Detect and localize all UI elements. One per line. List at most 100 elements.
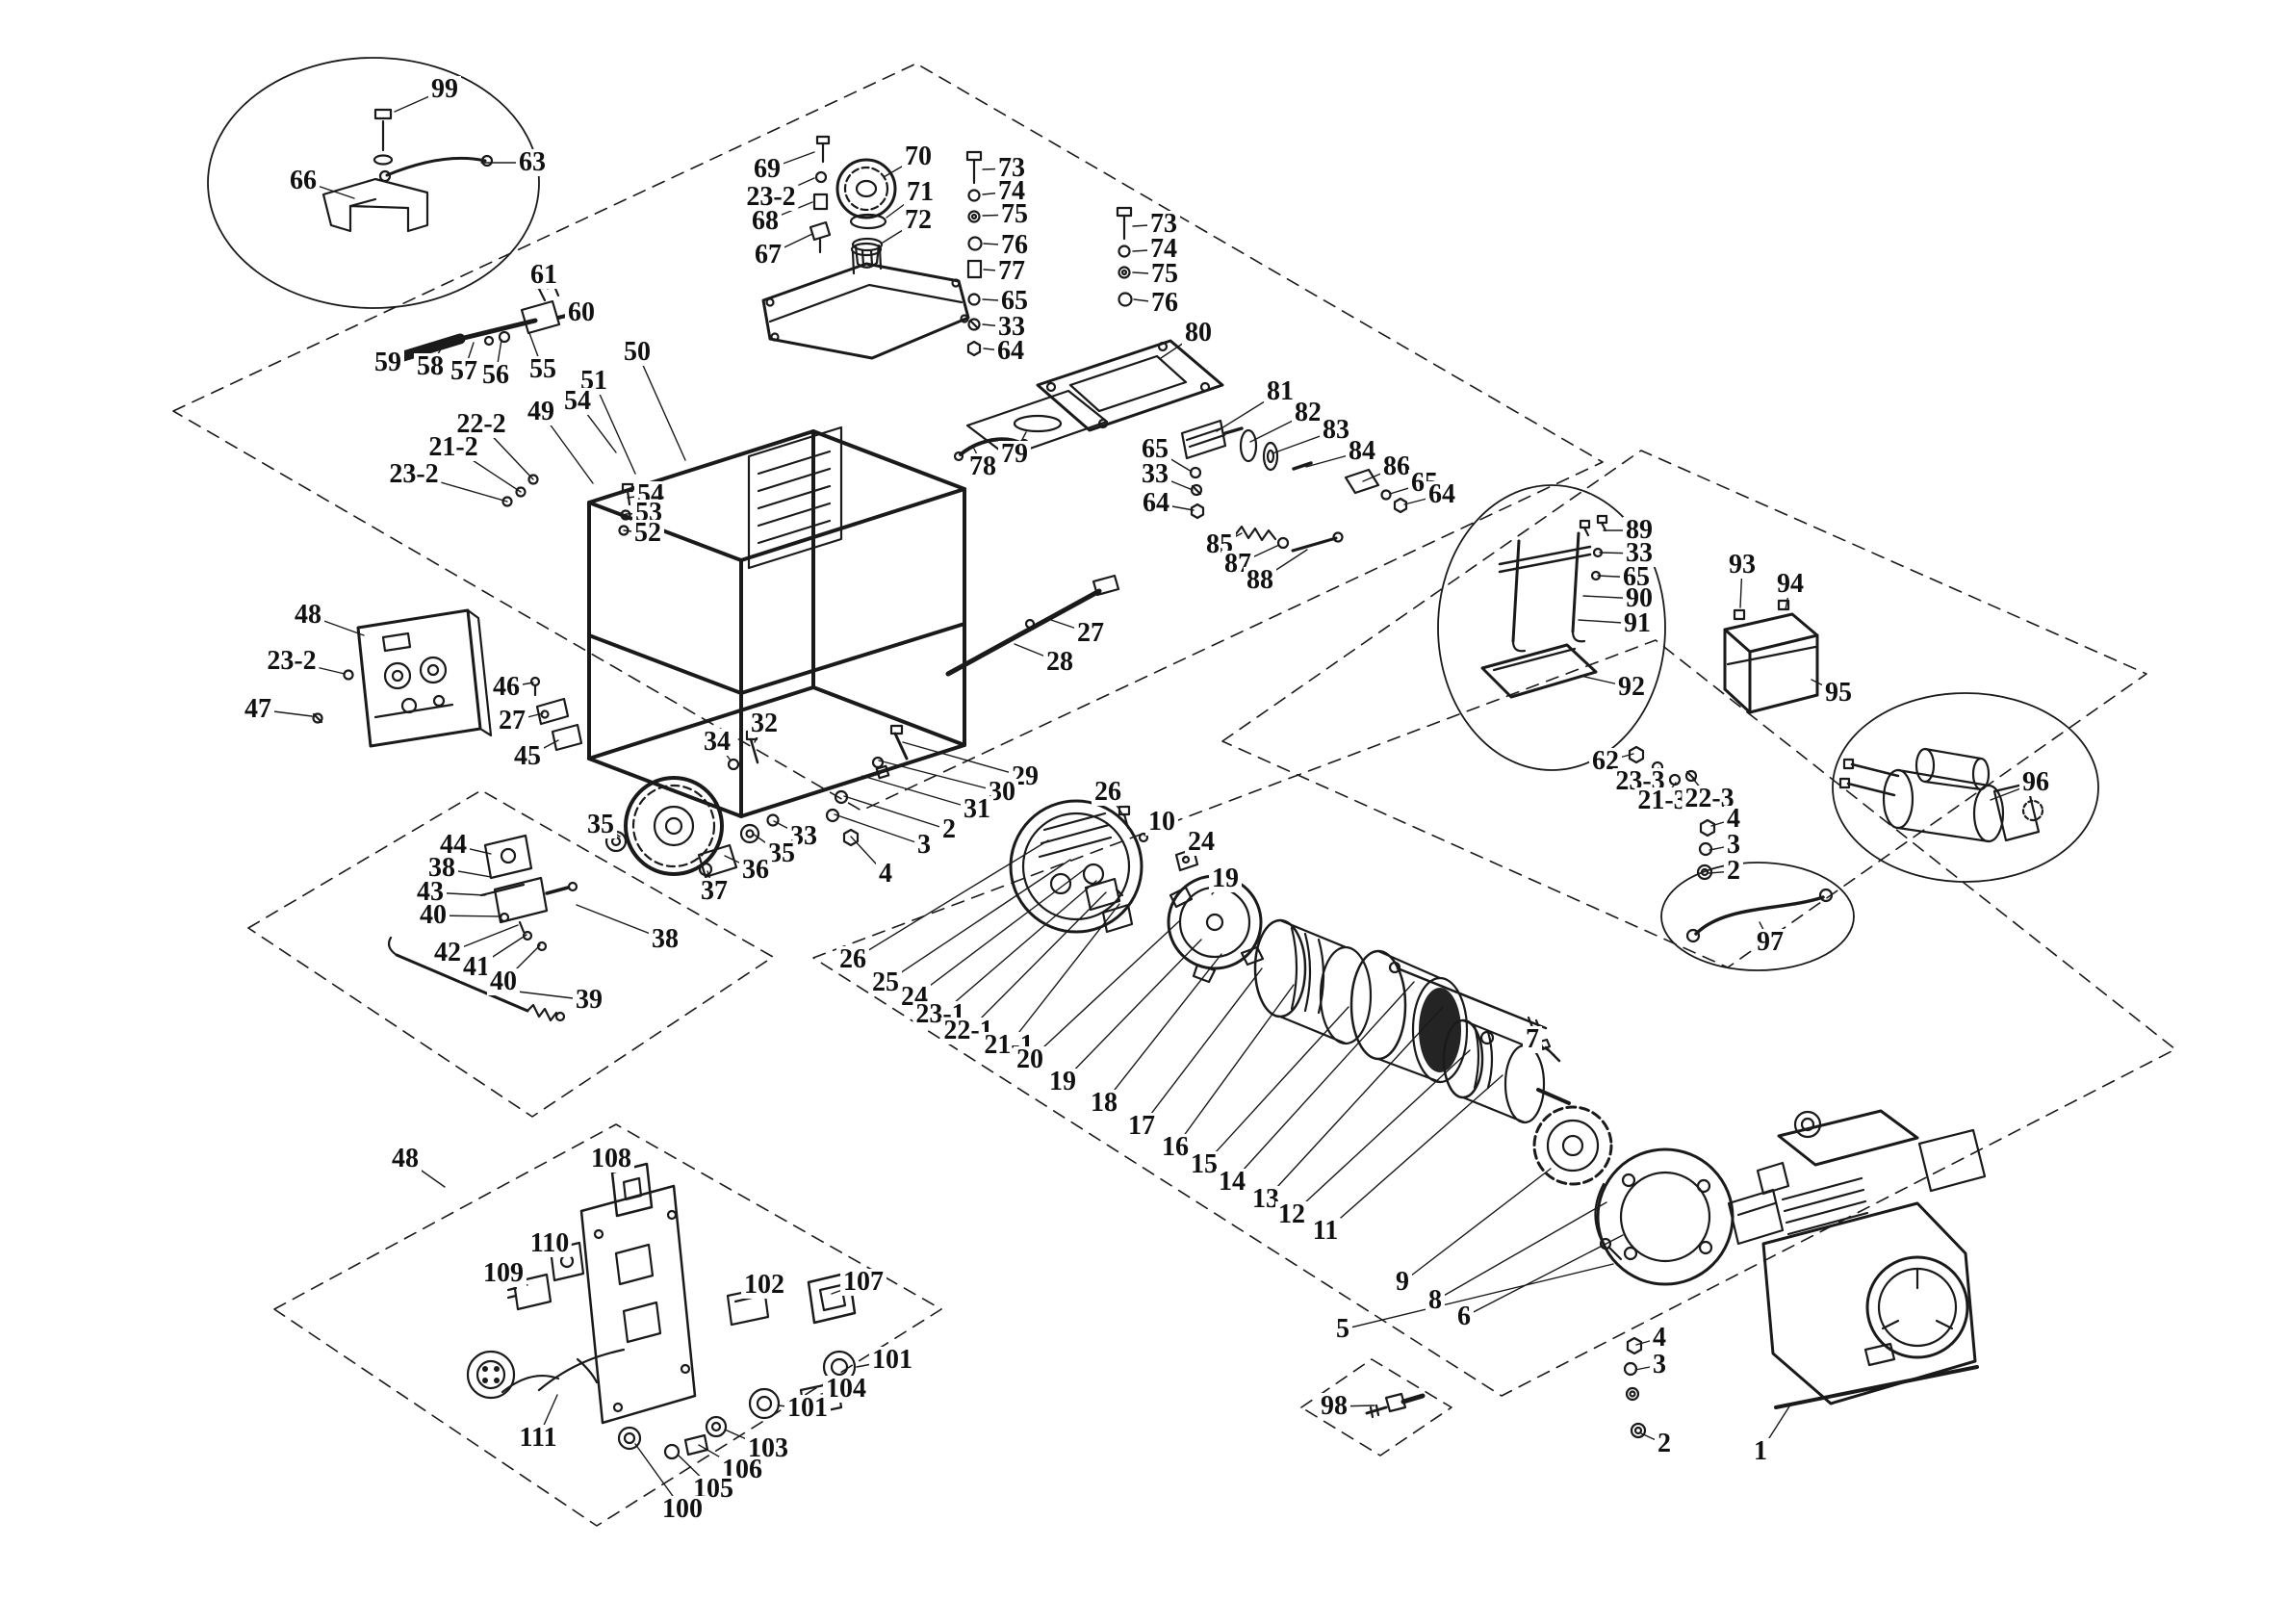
brush-and-regulator [1084, 847, 1199, 934]
callout-50: 50 [621, 339, 654, 366]
stator-housing [1349, 949, 1469, 1084]
callout-35: 35 [584, 812, 617, 838]
callout-9: 9 [1393, 1269, 1412, 1296]
callout-2: 2 [1724, 858, 1743, 885]
handle-bracket-detail [321, 108, 494, 233]
engine [1727, 1109, 1987, 1409]
callout-46: 46 [490, 674, 523, 701]
callout-84: 84 [1346, 438, 1378, 465]
callout-26: 26 [836, 946, 869, 973]
callout-1: 1 [1751, 1438, 1770, 1465]
callout-3: 3 [1650, 1352, 1669, 1379]
callout-64: 64 [994, 338, 1027, 365]
callout-20: 20 [1014, 1046, 1046, 1073]
callout-100: 100 [659, 1496, 706, 1523]
callout-101: 101 [869, 1347, 915, 1374]
callout-71: 71 [904, 179, 937, 206]
callout-74: 74 [995, 178, 1028, 205]
callout-70: 70 [902, 143, 935, 170]
callout-95: 95 [1822, 680, 1855, 707]
callout-45: 45 [511, 743, 544, 770]
callout-12: 12 [1275, 1201, 1308, 1228]
callout-63: 63 [516, 149, 549, 176]
battery [1723, 599, 1819, 714]
fuel-cap [835, 158, 897, 219]
callout-10: 10 [1145, 809, 1178, 836]
callout-26: 26 [1092, 779, 1124, 806]
callout-86: 86 [1380, 453, 1413, 480]
callout-81: 81 [1264, 378, 1297, 405]
callout-19: 19 [1046, 1069, 1079, 1096]
callout-3: 3 [914, 832, 934, 859]
bracket-detail-ellipse [207, 57, 540, 309]
callout-97: 97 [1754, 929, 1786, 956]
callout-37: 37 [698, 878, 731, 905]
callout-73: 73 [995, 155, 1028, 182]
callout-14: 14 [1216, 1169, 1248, 1196]
stator [1253, 918, 1373, 1045]
callout-111: 111 [516, 1425, 560, 1452]
glow-plug [1365, 1392, 1426, 1419]
callout-38: 38 [649, 926, 681, 953]
callout-91: 91 [1621, 610, 1654, 637]
panel-bracket [529, 676, 583, 752]
callout-49: 49 [525, 399, 557, 425]
callout-76: 76 [998, 232, 1031, 259]
callout-99: 99 [428, 76, 461, 103]
callout-101: 101 [784, 1395, 831, 1422]
starter-ellipse [1832, 692, 2099, 883]
callout-31: 31 [961, 796, 993, 823]
rotor-small-parts [1180, 419, 1408, 553]
callout-64: 64 [1426, 481, 1458, 508]
callout-28: 28 [1043, 649, 1076, 676]
callout-96: 96 [2019, 769, 2052, 796]
callout-104: 104 [823, 1376, 869, 1403]
callout-22-2: 22-2 [453, 411, 509, 438]
callout-89: 89 [1623, 517, 1656, 544]
callout-108: 108 [588, 1146, 634, 1173]
callout-58: 58 [414, 353, 447, 380]
callout-21-1: 21-1 [981, 1032, 1037, 1059]
callout-30: 30 [986, 779, 1018, 806]
callout-55: 55 [527, 356, 559, 383]
starter-motor [1838, 747, 2044, 843]
callout-8: 8 [1426, 1287, 1445, 1314]
wire-harness [537, 1348, 626, 1392]
panel-back-plate [579, 1184, 697, 1425]
handle-mount-washers [501, 474, 539, 507]
engine-mount-fasteners [1623, 1336, 1647, 1439]
callout-11: 11 [1309, 1218, 1342, 1245]
callout-52: 52 [631, 520, 664, 547]
callout-82: 82 [1292, 400, 1324, 426]
detail-ellipses [207, 57, 2099, 971]
cart-frame [587, 429, 966, 818]
callout-110: 110 [527, 1230, 573, 1257]
callout-39: 39 [573, 987, 605, 1014]
side-cover-plates [953, 339, 1224, 462]
callout-33: 33 [995, 314, 1028, 341]
callout-23-1: 23-1 [912, 1001, 968, 1028]
support-bar [945, 574, 1120, 677]
callout-103: 103 [745, 1435, 791, 1462]
callout-65: 65 [1139, 436, 1171, 463]
callout-19: 19 [1209, 865, 1242, 892]
callout-18: 18 [1088, 1090, 1120, 1117]
bolt-column-left [965, 150, 983, 357]
adapter-housing [1594, 1147, 1735, 1286]
callout-65: 65 [998, 288, 1031, 315]
callout-88: 88 [1244, 567, 1276, 594]
callout-90: 90 [1623, 585, 1656, 612]
callout-5: 5 [1333, 1316, 1352, 1343]
battery-bracket-ellipse [1437, 484, 1666, 771]
callout-21-3: 21-3 [1634, 787, 1690, 814]
fuel-filter [851, 237, 884, 269]
callout-36: 36 [739, 857, 772, 884]
callout-23-2: 23-2 [264, 648, 320, 675]
callout-23-2: 23-2 [386, 461, 442, 488]
callout-48: 48 [389, 1146, 422, 1173]
callout-98: 98 [1318, 1393, 1350, 1420]
callout-75: 75 [998, 201, 1031, 228]
callout-2: 2 [939, 816, 959, 843]
